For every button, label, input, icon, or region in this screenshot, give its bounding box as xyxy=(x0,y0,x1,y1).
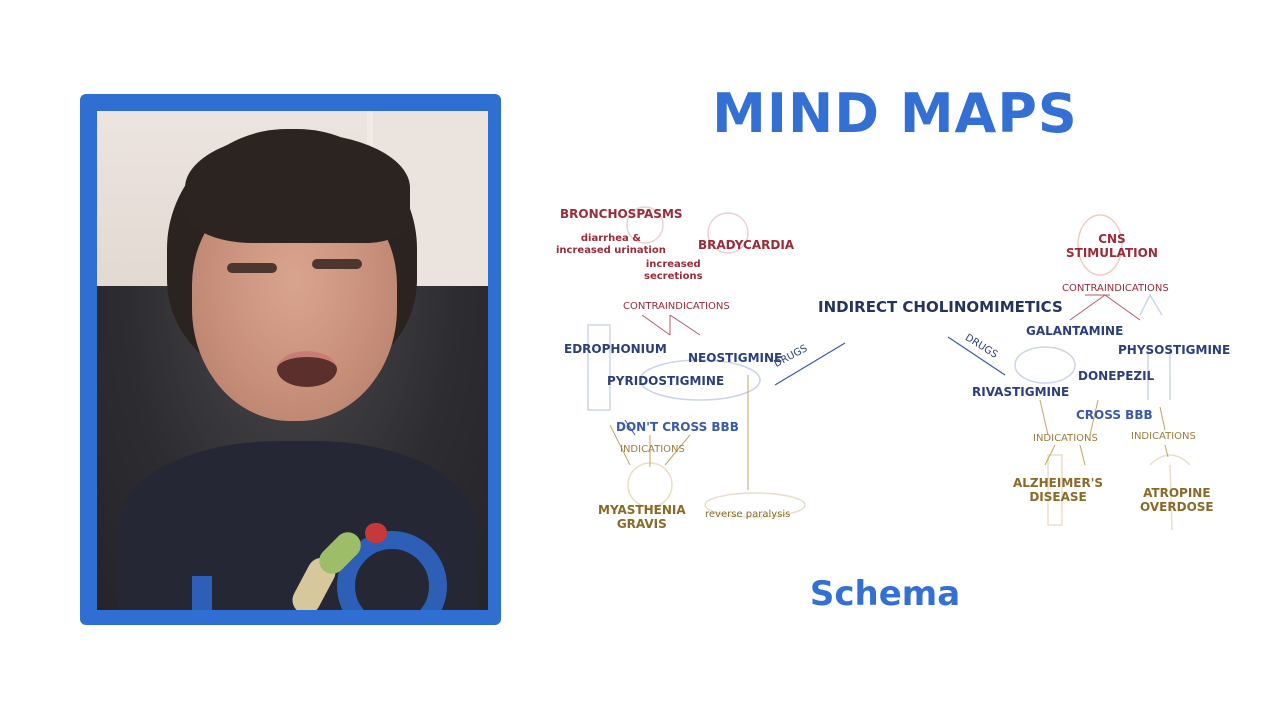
illustration-man-left xyxy=(587,324,611,411)
illustration-woman-bradycardia xyxy=(707,212,749,254)
mind-map-connectors xyxy=(587,206,1191,531)
indications-label-left: INDICATIONS xyxy=(620,444,685,455)
slide-title: MIND MAPS xyxy=(712,82,1078,145)
connector xyxy=(1039,399,1049,436)
drug-physostigmine: PHYSOSTIGMINE xyxy=(1118,343,1231,357)
illustration-mia-gravis xyxy=(627,462,673,508)
drug-galantamine: GALANTAMINE xyxy=(1026,324,1124,338)
drug-donepezil: DONEPEZIL xyxy=(1078,369,1155,383)
presenter-brow xyxy=(312,259,362,269)
indication-alzheimers-disease: ALZHEIMER'S DISEASE xyxy=(1013,476,1104,504)
shirt-logo-mark xyxy=(365,523,387,543)
connector xyxy=(1079,444,1086,466)
property-cross-bbb: CROSS BBB xyxy=(1076,408,1153,422)
drug-rivastigmine: RIVASTIGMINE xyxy=(972,385,1070,399)
shirt-logo-letter xyxy=(192,576,212,610)
drug-pyridostigmine: PYRIDOSTIGMINE xyxy=(607,374,725,388)
center-node: INDIRECT CHOLINOMIMETICS xyxy=(818,298,1063,316)
presenter-fringe xyxy=(185,133,410,243)
webcam-frame xyxy=(80,94,501,625)
illustration-alzheimer xyxy=(1047,454,1063,526)
contraindication-secretions: increased secretions xyxy=(644,259,703,282)
connector xyxy=(1069,294,1106,321)
illustration-woman xyxy=(626,206,664,244)
contraindications-label-left: CONTRAINDICATIONS xyxy=(623,301,730,312)
presenter-mouth xyxy=(277,351,337,387)
drug-neostigmine: NEOSTIGMINE xyxy=(688,351,783,365)
webcam-video-feed xyxy=(97,111,488,610)
connector xyxy=(1044,444,1056,466)
illustration-deer-middle xyxy=(1014,346,1076,384)
connector xyxy=(669,314,701,336)
illustration-palm xyxy=(1149,454,1191,531)
illustration-deer-right xyxy=(1139,293,1171,400)
contraindication-bronchospasms: BRONCHOSPASMS xyxy=(560,207,683,221)
connector xyxy=(947,336,1006,376)
indication-myasthenia-gravis: MYASTHENIA GRAVIS xyxy=(598,503,686,531)
indications-label-right-1: INDICATIONS xyxy=(1033,433,1098,444)
mind-map-diagram: INDIRECT CHOLINOMIMETICS DRUGS BRONCHOSP… xyxy=(550,195,1230,540)
connector xyxy=(1164,444,1169,458)
contraindication-bradycardia: BRADYCARDIA xyxy=(698,238,795,252)
indications-label-right-2: INDICATIONS xyxy=(1131,431,1196,442)
connector xyxy=(1089,399,1099,436)
connector xyxy=(641,314,671,336)
connector xyxy=(664,434,691,466)
presenter-brow xyxy=(227,263,277,273)
connector xyxy=(1104,294,1141,321)
drug-edrophonium: EDROPHONIUM xyxy=(564,342,667,356)
contraindication-diarrhea: diarrhea & increased urination xyxy=(556,233,666,256)
property-dont-cross-bbb: DON'T CROSS BBB xyxy=(616,420,739,434)
connector xyxy=(609,424,631,466)
indication-reverse-paralysis: reverse paralysis xyxy=(705,509,791,520)
connector xyxy=(624,419,636,436)
slide-subtitle: Schema xyxy=(809,574,961,614)
connector xyxy=(774,342,846,386)
contraindication-cns-stimulation: CNS STIMULATION xyxy=(1066,232,1158,260)
connector xyxy=(1159,406,1166,431)
illustration-sleeper xyxy=(704,492,806,518)
illustration-flame-brain xyxy=(1077,214,1123,276)
contraindications-label-right: CONTRAINDICATIONS xyxy=(1062,283,1169,294)
illustration-cow xyxy=(639,359,761,401)
indication-atropine-overdose: ATROPINE OVERDOSE xyxy=(1140,486,1214,514)
